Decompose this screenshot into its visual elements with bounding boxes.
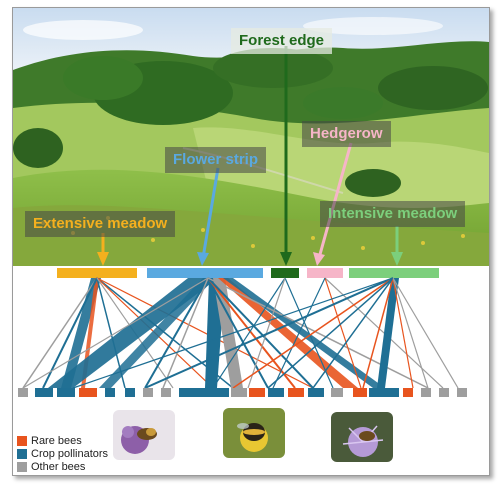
bee-species-node [79, 388, 97, 397]
legend: Rare bees Crop pollinators Other bees [17, 434, 108, 473]
legend-label: Rare bees [31, 434, 82, 447]
legend-item-rare-bees: Rare bees [17, 434, 108, 447]
link [377, 278, 399, 388]
habitat-pointer-arrows [97, 46, 403, 266]
bee-species-row [18, 388, 467, 397]
link [42, 277, 98, 389]
flower-strip-arrowhead [197, 252, 209, 266]
bee-species-node [439, 388, 449, 397]
forest-edge-label: Forest edge [231, 28, 333, 54]
link [362, 277, 394, 389]
bee-on-thistle-photo [331, 412, 393, 462]
link [392, 277, 459, 389]
bee-species-node [308, 388, 324, 397]
bee-species-node [143, 388, 153, 397]
link [272, 277, 326, 389]
link [207, 277, 314, 389]
link [247, 277, 286, 389]
bee-species-node [403, 388, 413, 397]
intensive-meadow-label: Intensive meadow [320, 201, 466, 227]
flower-strip-label: Flower strip [165, 147, 267, 173]
flower-strip-arrow [201, 167, 220, 259]
hedgerow-bar [307, 268, 343, 278]
bee-species-node [35, 388, 53, 397]
hedgerow-label: Hedgerow [302, 121, 391, 147]
bee-species-node [331, 388, 343, 397]
link [284, 277, 334, 389]
bee-species-node [105, 388, 115, 397]
bee-species-node [369, 388, 399, 397]
bee-species-node [288, 388, 304, 397]
bee-species-node [249, 388, 265, 397]
link [392, 277, 414, 389]
link [213, 278, 243, 388]
link [232, 277, 394, 389]
bee-species-node [179, 388, 229, 397]
legend-label: Crop pollinators [31, 447, 109, 460]
bee-species-node [161, 388, 171, 397]
link [207, 277, 296, 389]
figure-frame: Forest edge Flower strip Hedgerow Extens… [12, 7, 490, 476]
link [218, 278, 358, 388]
link [48, 278, 218, 388]
forest-edge-bar [271, 268, 299, 278]
link [392, 277, 429, 389]
bee-species-node [125, 388, 135, 397]
link [144, 277, 209, 389]
link [96, 277, 314, 389]
landscape-photo: Forest edge Flower strip Hedgerow Extens… [13, 8, 489, 266]
extensive-meadow-label: Extensive meadow [25, 211, 176, 237]
bee-species-node [268, 388, 284, 397]
link [22, 277, 209, 389]
interaction-links [22, 277, 459, 389]
link [72, 277, 394, 389]
hedgerow-arrow [317, 142, 353, 259]
link [144, 277, 394, 389]
link [212, 277, 286, 389]
legend-label: Other bees [31, 460, 86, 473]
link [223, 278, 385, 388]
bee-species-node [57, 388, 75, 397]
forest-edge-arrowhead [280, 252, 292, 266]
flower-strip-bar [147, 268, 263, 278]
intensive-meadow-arrowhead [391, 252, 403, 266]
rare-bees-swatch [17, 435, 27, 446]
hedgerow-arrowhead [313, 252, 325, 266]
link [312, 277, 394, 389]
intensive-meadow-bar [349, 268, 439, 278]
link [22, 277, 98, 389]
bee-on-purple-flower-photo [113, 410, 175, 460]
crop-pollinators-swatch [17, 448, 27, 459]
bee-species-node [421, 388, 431, 397]
link [267, 277, 394, 389]
bee-habitat-network [18, 268, 467, 397]
link [207, 277, 269, 389]
link [99, 278, 215, 388]
bee-species-node [457, 388, 467, 397]
bee-species-node [231, 388, 247, 397]
extensive-meadow-arrowhead [97, 252, 109, 266]
bumblebee-on-yellow-flower-photo [223, 408, 285, 458]
bee-species-node [353, 388, 367, 397]
link [162, 277, 209, 389]
legend-item-other-bees: Other bees [17, 460, 108, 473]
legend-item-crop-pollinators: Crop pollinators [17, 447, 108, 460]
bee-species-node [18, 388, 28, 397]
link [61, 278, 101, 388]
other-bees-swatch [17, 461, 27, 472]
link [207, 277, 429, 389]
link [324, 277, 362, 389]
extensive-meadow-bar [57, 268, 137, 278]
